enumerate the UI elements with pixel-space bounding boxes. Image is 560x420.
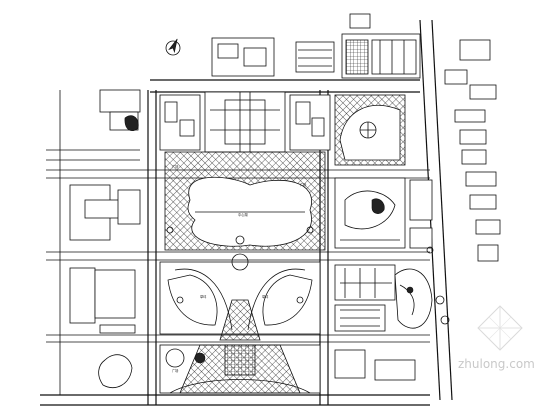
north-buildings (211, 13, 421, 79)
north-arrow-icon (165, 38, 181, 56)
drawing-label: 草坪 (262, 294, 269, 299)
trees (166, 226, 450, 325)
drawing-label: 草坪 (200, 294, 207, 299)
drawing-label: 广场 (172, 368, 178, 373)
central-plaza (164, 151, 326, 251)
drawing-label: 广场 (300, 182, 306, 187)
sports-courts (334, 264, 433, 332)
drawing-label: 中心湖 (238, 212, 248, 217)
zhulong-logo-icon (477, 305, 523, 351)
main-building-complex (159, 91, 331, 153)
northeast-plaza (334, 94, 406, 166)
south-entrance-plaza (159, 344, 321, 394)
drawing-label: 广场 (172, 164, 178, 169)
watermark-text: zhulong.com (458, 357, 535, 371)
west-buildings (46, 89, 141, 389)
east-garden (334, 177, 406, 249)
south-green (159, 253, 321, 341)
drawing-labels: 广场 广场 中心湖 草坪 草坪 广场 (172, 164, 306, 373)
east-buildings (334, 39, 501, 381)
